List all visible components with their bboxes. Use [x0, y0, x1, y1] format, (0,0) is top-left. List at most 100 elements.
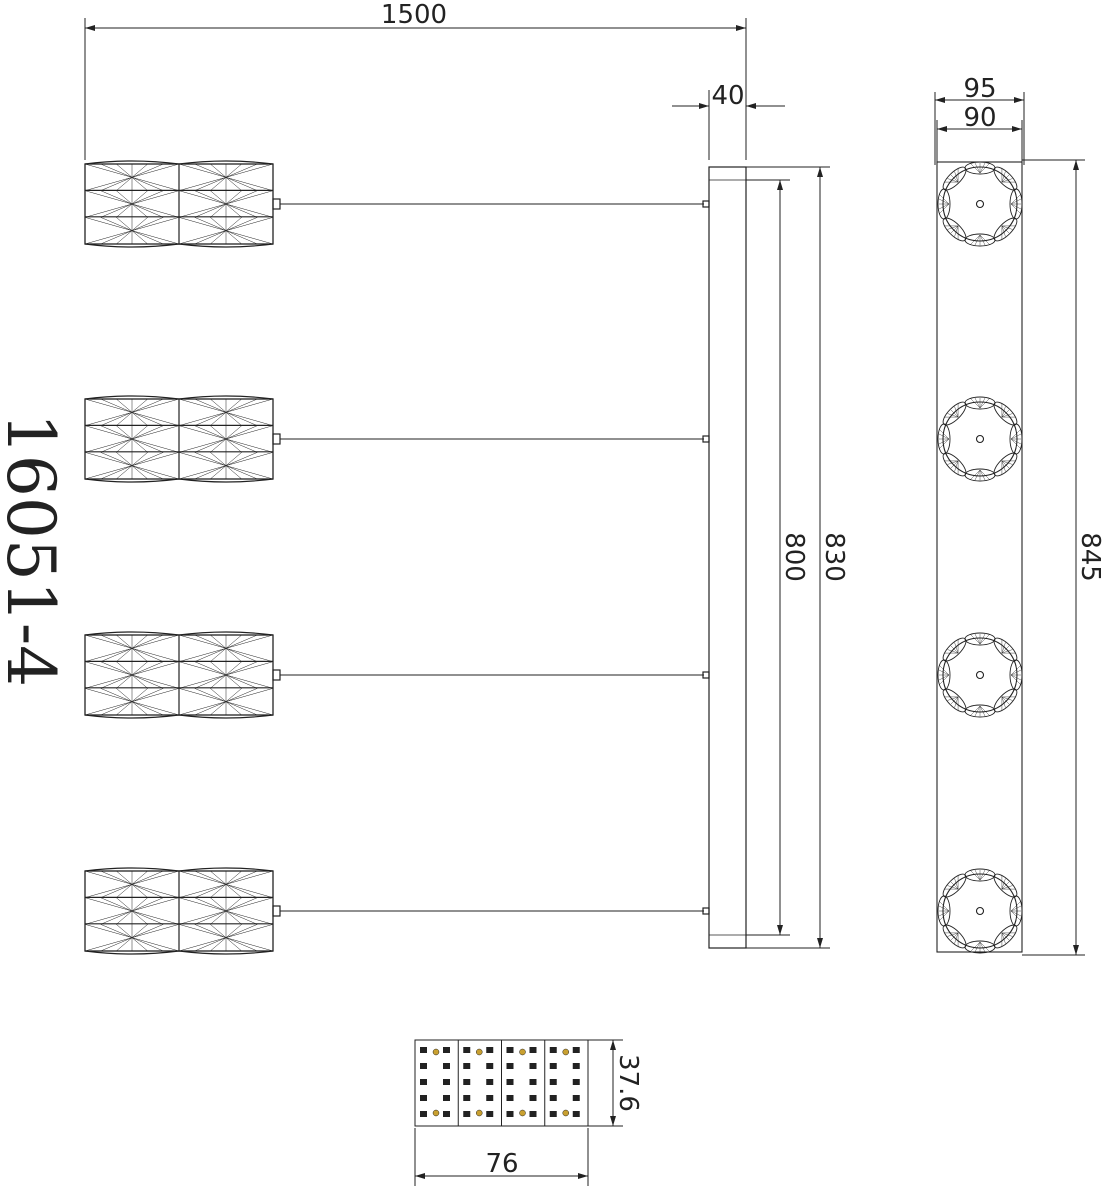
led-chip	[420, 1095, 427, 1101]
facet-line	[225, 217, 258, 231]
petal-facet	[979, 234, 991, 246]
facet-line	[194, 661, 227, 676]
shade-rosette	[937, 396, 1023, 482]
facet-line	[131, 177, 148, 191]
facet-line	[116, 661, 133, 676]
led-chip	[529, 1111, 537, 1117]
petal-facet	[974, 705, 981, 717]
petal-facet	[950, 696, 959, 705]
facet-line	[131, 163, 180, 178]
facet-line	[210, 465, 227, 480]
facet-line	[225, 870, 274, 885]
facet-line	[178, 648, 227, 662]
led-emitter	[562, 1109, 569, 1117]
facet-line	[100, 910, 133, 925]
facet-line	[210, 648, 227, 662]
facet-line	[225, 884, 274, 898]
dim-845: 845	[1075, 532, 1105, 582]
facet-line	[131, 452, 180, 466]
petal-facet	[1010, 198, 1022, 205]
petal-facet	[1001, 225, 1006, 237]
facet-line	[131, 438, 180, 453]
facet-line	[116, 870, 133, 885]
petal	[993, 166, 1018, 191]
petal-facet	[1001, 932, 1006, 944]
led-chip	[572, 1095, 580, 1101]
facet-line	[225, 924, 274, 938]
facet-line	[131, 465, 164, 480]
facet-line	[225, 897, 242, 912]
facet-line	[225, 398, 274, 413]
petal-facet	[957, 932, 959, 948]
facet-line	[84, 634, 133, 649]
petal-facet	[1001, 406, 1006, 418]
facet-line	[225, 230, 274, 245]
led-chip	[486, 1063, 494, 1069]
petal-facet	[1001, 225, 1010, 234]
petal-facet	[947, 413, 959, 418]
facet-line	[84, 177, 133, 191]
facet-line	[225, 884, 258, 898]
petal-facet	[1001, 642, 1006, 654]
facet-line	[131, 937, 148, 952]
facet-line	[225, 163, 274, 178]
petal-facet	[974, 234, 981, 246]
petal-facet	[1001, 932, 1017, 934]
facet-line	[225, 412, 258, 426]
petal-facet	[1010, 905, 1022, 912]
petal-facet	[969, 705, 981, 717]
petal-facet	[974, 162, 981, 174]
facet-line	[84, 924, 133, 938]
facet-line	[210, 897, 227, 912]
led-chip	[486, 1079, 494, 1085]
petal-facet	[1010, 203, 1022, 215]
petal-facet	[938, 900, 950, 912]
facet-line	[225, 648, 242, 662]
facet-line	[210, 425, 227, 440]
facet-line	[210, 190, 227, 205]
facet-line	[178, 688, 227, 702]
petal-facet	[938, 669, 950, 676]
facet-line	[131, 190, 148, 205]
petal-facet	[938, 674, 950, 681]
petal-facet	[947, 932, 959, 937]
facet-line	[84, 910, 133, 925]
shade-rosette	[937, 632, 1023, 718]
facet-line	[194, 190, 227, 205]
facet-line	[84, 870, 133, 885]
dim-90: 90	[963, 103, 996, 133]
petal-facet	[943, 225, 959, 227]
facet-line	[131, 217, 164, 231]
petal-shape	[993, 166, 1018, 191]
petal-facet	[1010, 910, 1022, 917]
crystal-shade	[84, 395, 710, 483]
facet-line	[131, 425, 164, 440]
facet-line	[210, 870, 227, 885]
facet-line	[131, 163, 148, 178]
facet-line	[131, 412, 164, 426]
led-chip	[506, 1047, 514, 1053]
facet-line	[116, 163, 133, 178]
facet-line	[194, 217, 227, 231]
petal-facet	[1001, 409, 1010, 418]
petal-facet	[954, 696, 959, 708]
petal-facet	[950, 645, 959, 654]
petal	[1009, 188, 1023, 220]
petal-facet	[957, 638, 959, 654]
facet-line	[194, 465, 227, 480]
facet-line	[131, 688, 164, 702]
facet-line	[210, 701, 227, 716]
facet-line	[225, 230, 242, 245]
petal-facet	[938, 433, 950, 440]
top-canopy	[936, 161, 1023, 953]
petal-facet	[969, 234, 981, 246]
shade-cap	[272, 669, 281, 681]
facet-line	[100, 870, 133, 885]
petal-facet	[1001, 178, 1013, 183]
petal-facet	[969, 469, 981, 481]
facet-line	[225, 870, 242, 885]
facet-line	[131, 163, 164, 178]
facet-line	[116, 937, 133, 952]
petal-facet	[957, 167, 959, 183]
canopy-bar	[708, 166, 747, 949]
